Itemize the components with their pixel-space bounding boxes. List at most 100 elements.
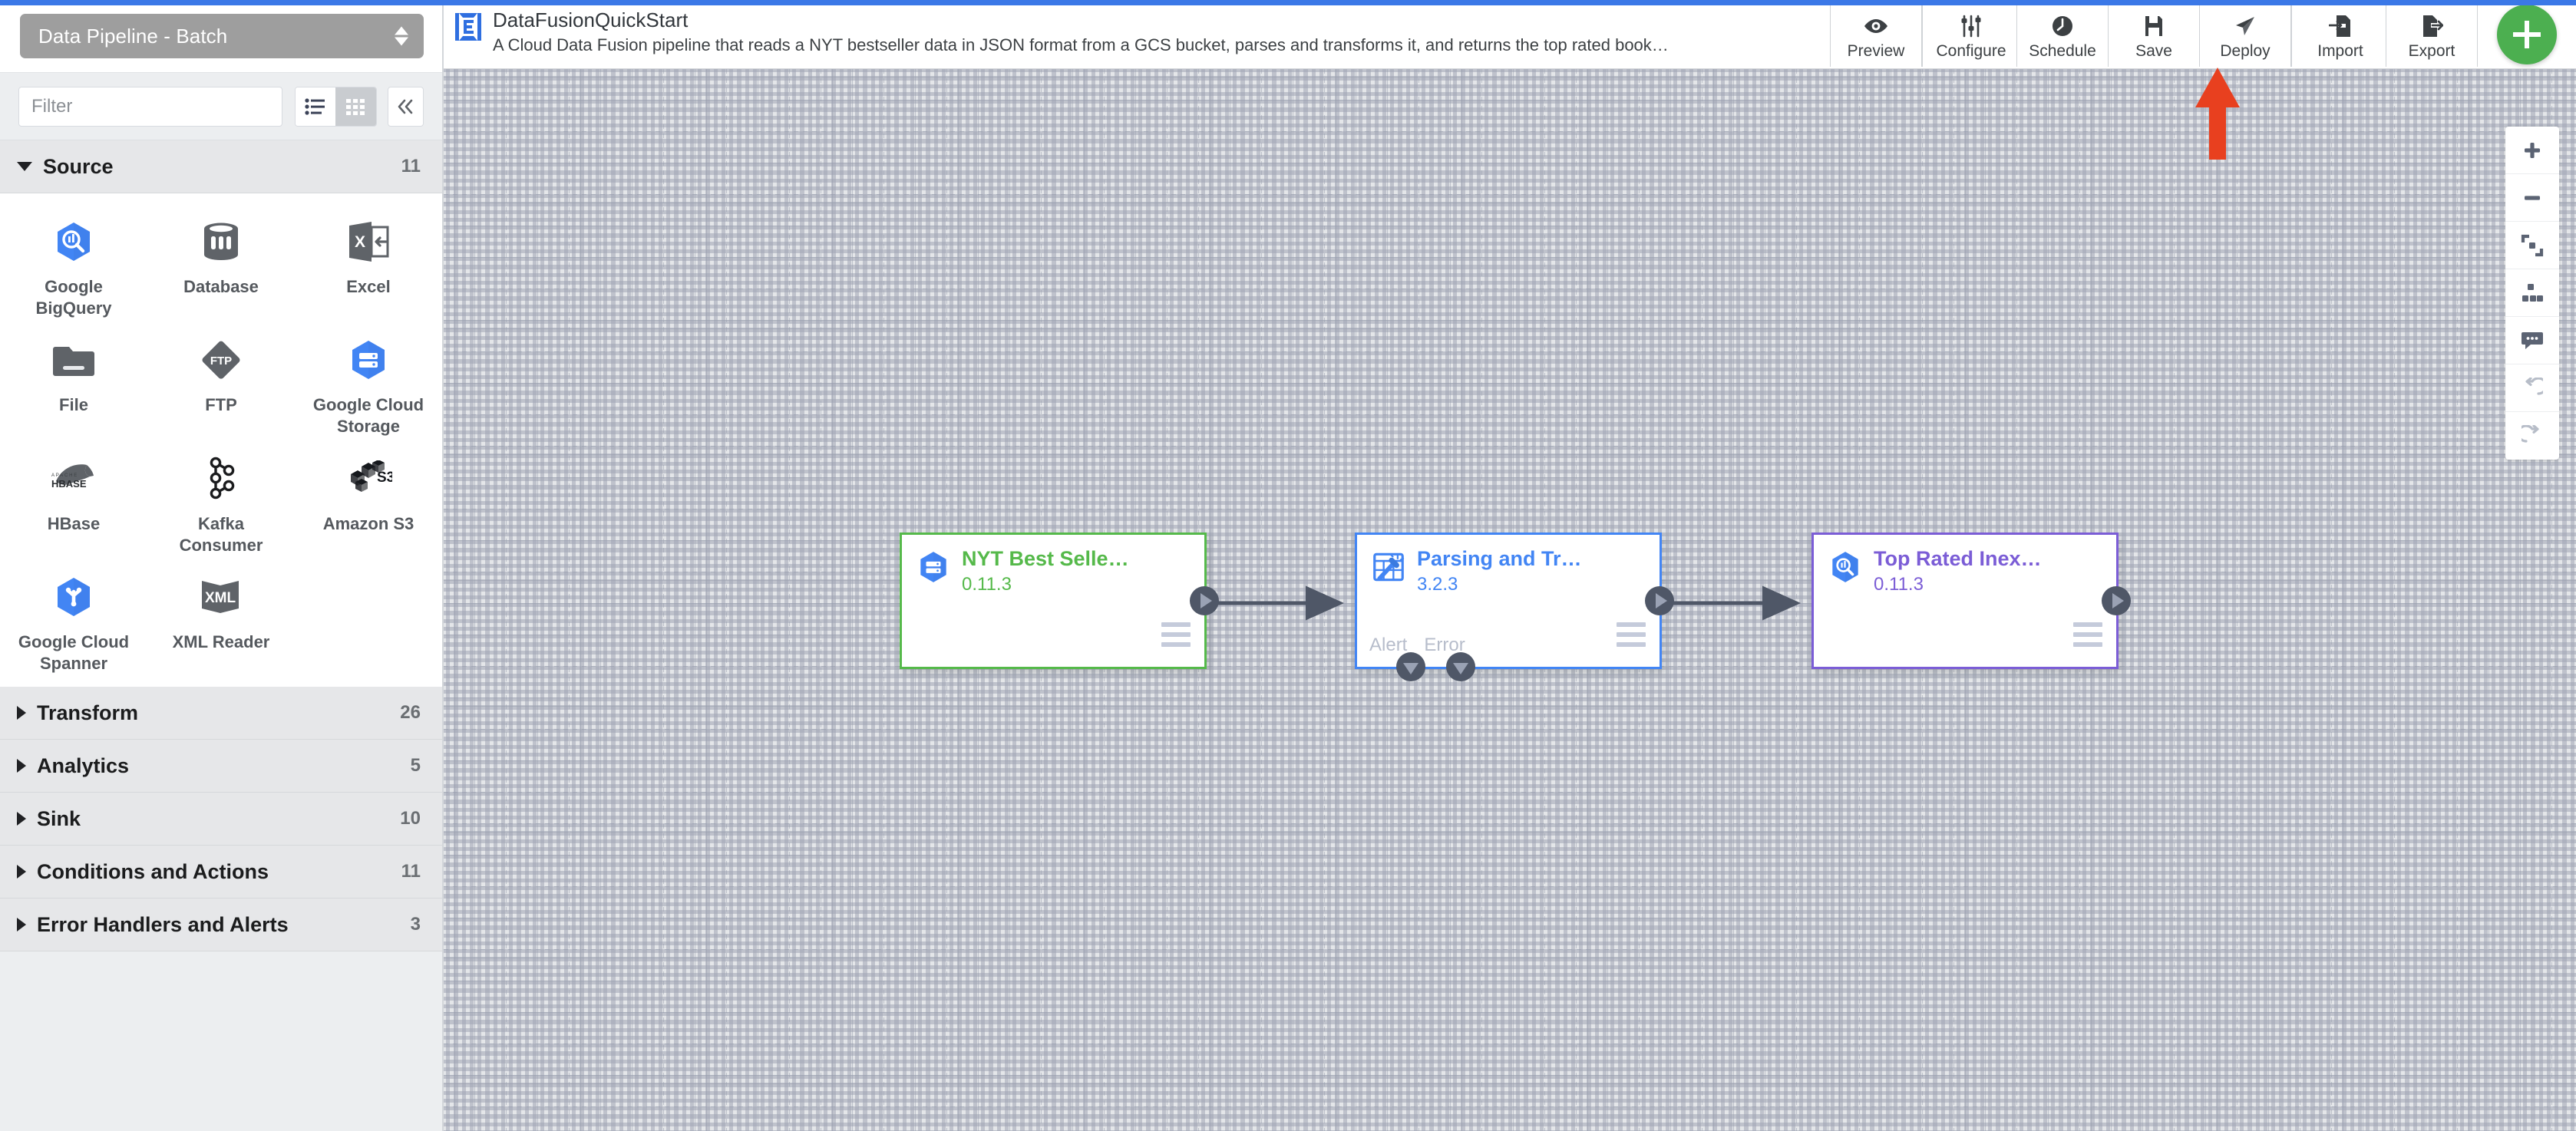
plugin-label: FTP xyxy=(205,395,237,415)
comment-icon xyxy=(2522,331,2543,349)
file-folder-icon xyxy=(50,336,97,384)
top-accent-strip xyxy=(0,0,2576,5)
plugin-item-google-cloud-storage[interactable]: Google Cloud Storage xyxy=(295,331,442,442)
node-output-port[interactable] xyxy=(2102,586,2131,615)
toolbar-divider xyxy=(2199,5,2200,67)
node-menu-button[interactable] xyxy=(2073,622,2102,647)
node-header: Top Rated Inex… 0.11.3 xyxy=(1814,535,2116,596)
plugin-item-amazon-s3[interactable]: S3 Amazon S3 xyxy=(295,450,442,561)
undo-button[interactable] xyxy=(2505,364,2559,412)
collapse-sidebar-button[interactable] xyxy=(387,86,424,127)
plugin-label: File xyxy=(59,395,88,415)
add-button[interactable] xyxy=(2497,4,2557,64)
pipeline-node-transform[interactable]: Parsing and Tr… 3.2.3 Alert Error xyxy=(1355,533,1674,681)
preview-button[interactable]: Preview xyxy=(1831,0,1921,68)
google-cloud-spanner-icon xyxy=(50,573,97,621)
fit-to-screen-button[interactable] xyxy=(2505,222,2559,269)
pipeline-toolbar: Preview Confi xyxy=(1830,0,2576,68)
toolbar-divider xyxy=(2290,5,2291,67)
configure-button[interactable]: Configure xyxy=(1926,0,2016,68)
chevron-down-icon xyxy=(17,162,32,171)
floppy-disk-icon xyxy=(2144,14,2164,38)
google-cloud-storage-icon xyxy=(345,336,392,384)
wrangler-icon xyxy=(1373,552,1405,582)
sidebar-group-source[interactable]: Source 11 xyxy=(0,140,442,193)
deploy-button[interactable]: Deploy xyxy=(2200,0,2290,68)
zoom-out-button[interactable] xyxy=(2505,174,2559,222)
pipeline-description: A Cloud Data Fusion pipeline that reads … xyxy=(493,35,1669,55)
list-view-button[interactable] xyxy=(296,87,336,126)
sidebar-group-analytics[interactable]: Analytics 5 xyxy=(0,740,442,793)
svg-text:FTP: FTP xyxy=(210,354,232,368)
excel-icon: X xyxy=(345,218,392,265)
align-nodes-icon xyxy=(2522,283,2543,302)
pipeline-header: DataFusionQuickStart A Cloud Data Fusion… xyxy=(444,0,2576,69)
save-button[interactable]: Save xyxy=(2109,0,2199,68)
comments-button[interactable] xyxy=(2505,317,2559,364)
pipeline-type-label: Data Pipeline - Batch xyxy=(38,25,228,48)
paper-plane-icon xyxy=(2234,14,2257,38)
google-bigquery-icon xyxy=(1832,552,1858,582)
redo-icon xyxy=(2522,425,2539,443)
list-view-icon xyxy=(305,97,325,115)
plugin-grid-source: Google BigQuery Database xyxy=(0,193,442,688)
database-icon xyxy=(197,218,245,265)
plugin-item-ftp[interactable]: FTP FTP xyxy=(147,331,295,442)
node-output-port[interactable] xyxy=(1190,586,1219,615)
grid-view-icon xyxy=(346,98,365,115)
sidebar-group-error-handlers-and-alerts[interactable]: Error Handlers and Alerts 3 xyxy=(0,899,442,952)
align-nodes-button[interactable] xyxy=(2505,269,2559,317)
plugin-item-google-cloud-spanner[interactable]: Google Cloud Spanner xyxy=(0,569,147,679)
zoom-in-icon xyxy=(2525,142,2540,158)
toolbar-divider xyxy=(1921,5,1922,67)
plugin-item-hbase[interactable]: APACHE HBASE HBase xyxy=(0,450,147,561)
plugin-item-database[interactable]: Database xyxy=(147,213,295,324)
node-port-error-label: Error xyxy=(1424,635,1465,655)
zoom-in-button[interactable] xyxy=(2505,127,2559,174)
plugin-item-kafka-consumer[interactable]: Kafka Consumer xyxy=(147,450,295,561)
pipeline-type-select[interactable]: Data Pipeline - Batch xyxy=(20,14,424,58)
pipeline-canvas[interactable]: NYT Best Selle… 0.11.3 xyxy=(444,69,2576,1131)
node-version: 0.11.3 xyxy=(962,574,1012,595)
node-menu-button[interactable] xyxy=(1161,622,1191,647)
pipeline-node-sink[interactable]: Top Rated Inex… 0.11.3 xyxy=(1811,533,2131,669)
node-alert-port[interactable] xyxy=(1396,652,1425,681)
toolbar-label: Save xyxy=(2135,41,2172,60)
plugin-item-excel[interactable]: X Excel xyxy=(295,213,442,324)
redo-button[interactable] xyxy=(2505,412,2559,460)
toolbar-label: Schedule xyxy=(2029,41,2096,60)
page-title: DataFusionQuickStart xyxy=(493,8,689,31)
export-button[interactable]: Export xyxy=(2386,0,2477,68)
sidebar-group-sink[interactable]: Sink 10 xyxy=(0,793,442,846)
sidebar-filter-row xyxy=(0,73,442,140)
plugin-label: Google BigQuery xyxy=(35,277,112,318)
pipeline-node-source[interactable]: NYT Best Selle… 0.11.3 xyxy=(900,533,1219,669)
node-title: Parsing and Tr… xyxy=(1417,547,1582,570)
search-input[interactable] xyxy=(18,86,282,127)
plugin-item-google-bigquery[interactable]: Google BigQuery xyxy=(0,213,147,324)
toolbar-label: Import xyxy=(2317,41,2363,60)
sidebar-group-conditions-and-actions[interactable]: Conditions and Actions 11 xyxy=(0,846,442,899)
sidebar-group-transform[interactable]: Transform 26 xyxy=(0,687,442,740)
group-label: Sink xyxy=(37,806,81,830)
chevron-double-left-icon xyxy=(398,99,413,114)
plugin-label: Google Cloud Storage xyxy=(312,395,424,437)
svg-text:XML: XML xyxy=(205,590,236,606)
plugin-item-file[interactable]: File xyxy=(0,331,147,442)
grid-view-button[interactable] xyxy=(335,87,376,126)
svg-text:APACHE: APACHE xyxy=(51,473,78,478)
group-count: 5 xyxy=(410,755,421,777)
node-header: Parsing and Tr… 3.2.3 xyxy=(1357,535,1660,596)
node-title: Top Rated Inex… xyxy=(1874,547,2042,570)
node-error-port[interactable] xyxy=(1446,652,1475,681)
node-menu-button[interactable] xyxy=(1617,622,1646,647)
schedule-button[interactable]: Schedule xyxy=(2017,0,2108,68)
plugin-item-xml-reader[interactable]: XML XML Reader xyxy=(147,569,295,679)
toolbar-divider xyxy=(1922,5,1923,67)
plugin-label: Database xyxy=(183,277,259,296)
node-output-port[interactable] xyxy=(1645,586,1674,615)
plugin-label: Google Cloud Spanner xyxy=(18,631,130,674)
plugin-sidebar: Data Pipeline - Batch xyxy=(0,0,444,1131)
import-button[interactable]: Import xyxy=(2295,0,2386,68)
chevron-right-icon xyxy=(17,812,26,826)
